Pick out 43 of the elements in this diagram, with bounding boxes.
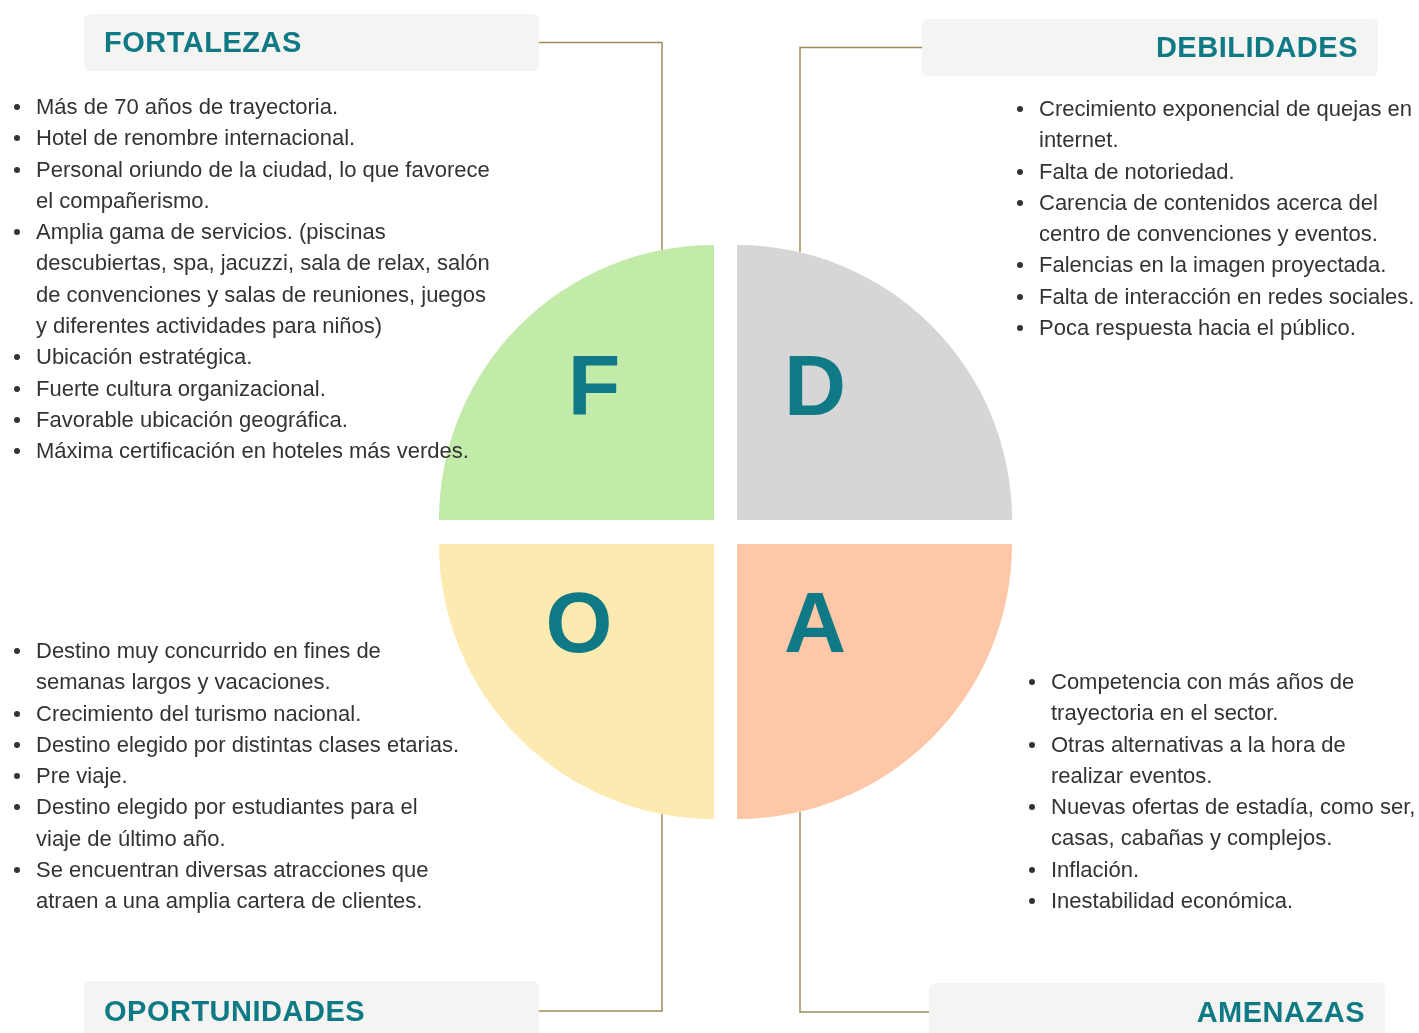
quadrant-letter: F [567,342,621,428]
connector-line [799,810,930,1013]
connector-line [538,813,663,1012]
bullet-item: Falencias en la imagen proyectada. [1013,249,1419,281]
bullet-item: Inestabilidad económica. [1025,885,1419,917]
bullet-item: Inflación. [1025,853,1419,886]
section-heading: AMENAZAS [1196,995,1365,1029]
bullet-item: Crecimiento del turismo nacional. [10,697,465,729]
section-heading: DEBILIDADES [1155,31,1358,64]
bullet-item: Máxima certificación en hoteles más verdes. [10,435,500,467]
bullet-item: Destino elegido por estudiantes para el viaje de último año. [10,791,465,855]
bullet-item: Poca respuesta hacia el público. [1013,312,1419,344]
header-banner [84,14,539,71]
quadrant-letter: O [545,579,613,665]
bullet-item: Competencia con más años de trayectoria en el sector. [1025,666,1419,729]
bullet-item: Falta de interacción en redes sociales. [1013,280,1419,313]
bullet-item: Otras alternativas a la hora de realizar eventos. [1025,728,1419,792]
section-heading: FORTALEZAS [104,26,302,59]
bullet-item: Fuerte cultura organizacional. [10,372,500,404]
bullet-item: Hotel de renombre internacional. [10,122,500,154]
header-banner [922,19,1378,76]
quadrant-segment [737,544,1012,819]
bullet-item: Falta de notoriedad. [1013,155,1419,187]
bullet-item: Nuevas ofertas de estadía, como ser, casas, cabañas y complejos. [1025,791,1419,854]
header-banner [929,983,1385,1033]
header-banner [84,981,539,1033]
quadrant-letter: D [783,342,847,428]
quadrant-segment [737,245,1012,520]
bullet-item: Destino elegido por distintas clases etarias. [10,728,465,761]
bullet-item: Favorable ubicación geográfica. [10,403,500,436]
bullet-item: Crecimiento exponencial de quejas en internet. [1013,93,1419,156]
bullet-item: Más de 70 años de trayectoria. [10,91,500,123]
bullet-item: Pre viaje. [10,760,465,792]
quadrant-letter: A [783,579,847,665]
bullet-item: Amplia gama de servicios. (piscinas descubiertas, spa, jacuzzi, sala de relax, salón de convenciones y salas de reuniones, juegos y diferentes actividades para niños) [10,216,500,342]
bullet-item: Carencia de contenidos acerca del centro de convenciones y eventos. [1013,186,1419,250]
section-heading: OPORTUNIDADES [104,994,366,1028]
bullet-item: Ubicación estratégica. [10,341,500,373]
bullet-item: Se encuentran diversas atracciones que atraen a una amplia cartera de clientes. [10,854,465,917]
bullet-item: Destino muy concurrido en fines de semanas largos y vacaciones. [10,635,465,698]
connector-line [799,46,923,254]
connector-line [538,41,663,251]
bullet-item: Personal oriundo de la ciudad, lo que favorece el compañerismo. [10,153,500,217]
